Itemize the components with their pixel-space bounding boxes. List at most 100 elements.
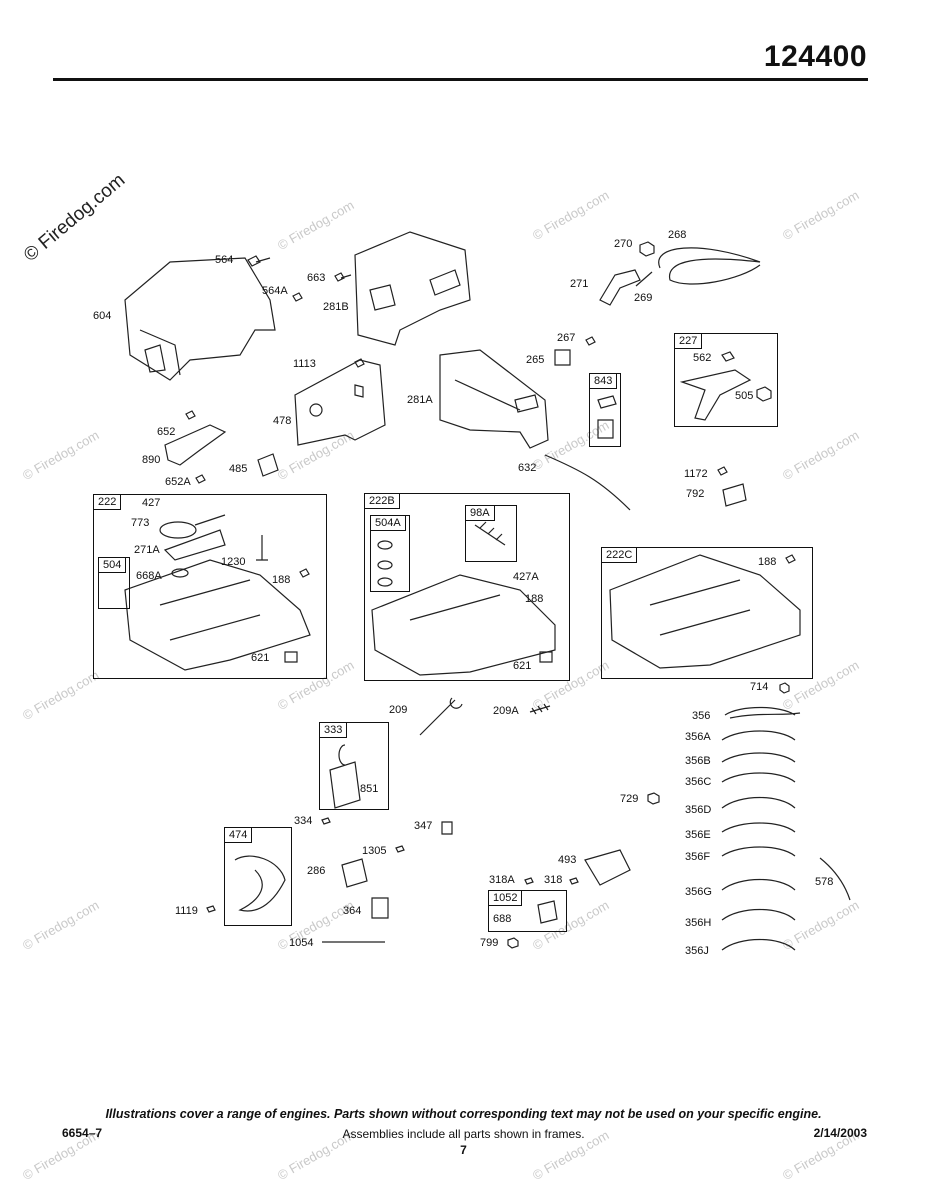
header-rule [53, 78, 868, 81]
screw-652-drawing [185, 410, 196, 420]
solenoid-688-drawing [537, 900, 558, 924]
frame-474 [224, 827, 292, 926]
screw-318-drawing [569, 877, 579, 885]
footer-note: Illustrations cover a range of engines. … [105, 1107, 822, 1121]
base-222C-drawing [609, 554, 801, 669]
bracket-267-drawing [585, 336, 596, 346]
model-number: 124400 [763, 40, 867, 73]
frame-222B [364, 493, 570, 681]
part-label: 668A [136, 570, 162, 582]
frame-tag-222: 222 [93, 494, 122, 510]
screw-564A-drawing [292, 292, 303, 302]
part-label: 427A [513, 571, 539, 583]
cover-604-drawing [124, 257, 276, 381]
fuse-364-drawing [371, 897, 389, 919]
part-label: 347 [414, 820, 433, 832]
screw-334-drawing [321, 817, 331, 825]
link-269-drawing [635, 271, 653, 287]
part-label: 356B [685, 755, 711, 767]
doc-date: 2/14/2003 [813, 1126, 867, 1140]
harness-474-drawing [234, 855, 286, 912]
part-label: 356C [685, 776, 712, 788]
screw-188c-drawing [785, 554, 796, 564]
part-label: 652A [165, 476, 191, 488]
part-label: 188 [272, 574, 291, 586]
part-label: 268 [668, 229, 687, 241]
cable-356A-drawing [721, 730, 796, 741]
part-label: 427 [142, 497, 161, 509]
part-label: 621 [251, 652, 270, 664]
screw-1172-drawing [717, 466, 728, 476]
part-label: 188 [525, 593, 544, 605]
shroud-281A-drawing [439, 349, 549, 449]
frame-tag-843: 843 [589, 373, 618, 389]
cable-356B-drawing [721, 752, 796, 763]
bracket-792-drawing [722, 483, 747, 507]
frame-tag-474: 474 [224, 827, 253, 843]
lever-271-drawing [599, 269, 641, 306]
clip-265-drawing [554, 349, 571, 366]
washers-504A-drawing [377, 540, 393, 587]
part-label: 799 [480, 937, 499, 949]
cable-356F-drawing [721, 846, 796, 857]
part-label: 364 [343, 905, 362, 917]
part-label: 688 [493, 913, 512, 925]
part-label: 188 [758, 556, 777, 568]
nut-714-drawing [779, 682, 790, 694]
part-label: 578 [815, 876, 834, 888]
frame-tag-222B: 222B [364, 493, 400, 509]
part-label: 493 [558, 854, 577, 866]
part-label: 1119 [175, 905, 198, 917]
part-label: 334 [294, 815, 313, 827]
frame-333 [319, 722, 389, 810]
screw-1119-drawing [206, 905, 216, 913]
cable-632-drawing [544, 454, 631, 511]
nut-799-drawing [507, 937, 519, 949]
screw-1113-drawing [354, 358, 365, 368]
part-label: 621 [513, 660, 532, 672]
screw-652A-drawing [195, 474, 206, 484]
screw-318A-drawing [524, 877, 534, 885]
part-label: 485 [229, 463, 248, 475]
nut-729-drawing [647, 792, 660, 805]
spring-98A-drawing [474, 521, 506, 546]
part-label: 663 [307, 272, 326, 284]
part-label: 318A [489, 874, 515, 886]
part-label: 729 [620, 793, 639, 805]
page-number: 7 [460, 1143, 467, 1157]
spring-209-drawing [419, 697, 463, 736]
frame-tag-333: 333 [319, 722, 348, 738]
part-label: 1113 [293, 358, 316, 370]
frame-tag-227: 227 [674, 333, 703, 349]
part-label: 356H [685, 917, 712, 929]
frame-tag-504: 504 [98, 557, 127, 573]
part-label: 356E [685, 829, 711, 841]
clip-347-drawing [441, 821, 453, 835]
part-label: 356 [692, 710, 711, 722]
spring-209A-drawing [529, 703, 551, 715]
part-843-drawing [597, 395, 617, 439]
cable-356-drawing [724, 706, 801, 719]
part-label: 318 [544, 874, 563, 886]
part-label: 773 [131, 517, 150, 529]
frame-227 [674, 333, 778, 427]
part-label: 209 [389, 704, 408, 716]
lever-227-drawing [679, 369, 752, 421]
part-label: 265 [526, 354, 545, 366]
frame-tag-222C: 222C [601, 547, 638, 563]
cable-356H-drawing [721, 908, 796, 921]
part-label: 505 [735, 390, 754, 402]
part-label: 652 [157, 426, 176, 438]
screw-188a-drawing [299, 568, 310, 578]
part-label: 281B [323, 301, 349, 313]
frame-tag-1052: 1052 [488, 890, 523, 906]
part-label: 271A [134, 544, 160, 556]
washer-668A-drawing [171, 568, 189, 578]
frame-222 [93, 494, 327, 679]
part-label: 286 [307, 865, 326, 877]
bracket-890-drawing [164, 424, 227, 466]
part-label: 356D [685, 804, 712, 816]
screw-564-drawing [247, 255, 271, 267]
base-222B-drawing [371, 574, 556, 676]
